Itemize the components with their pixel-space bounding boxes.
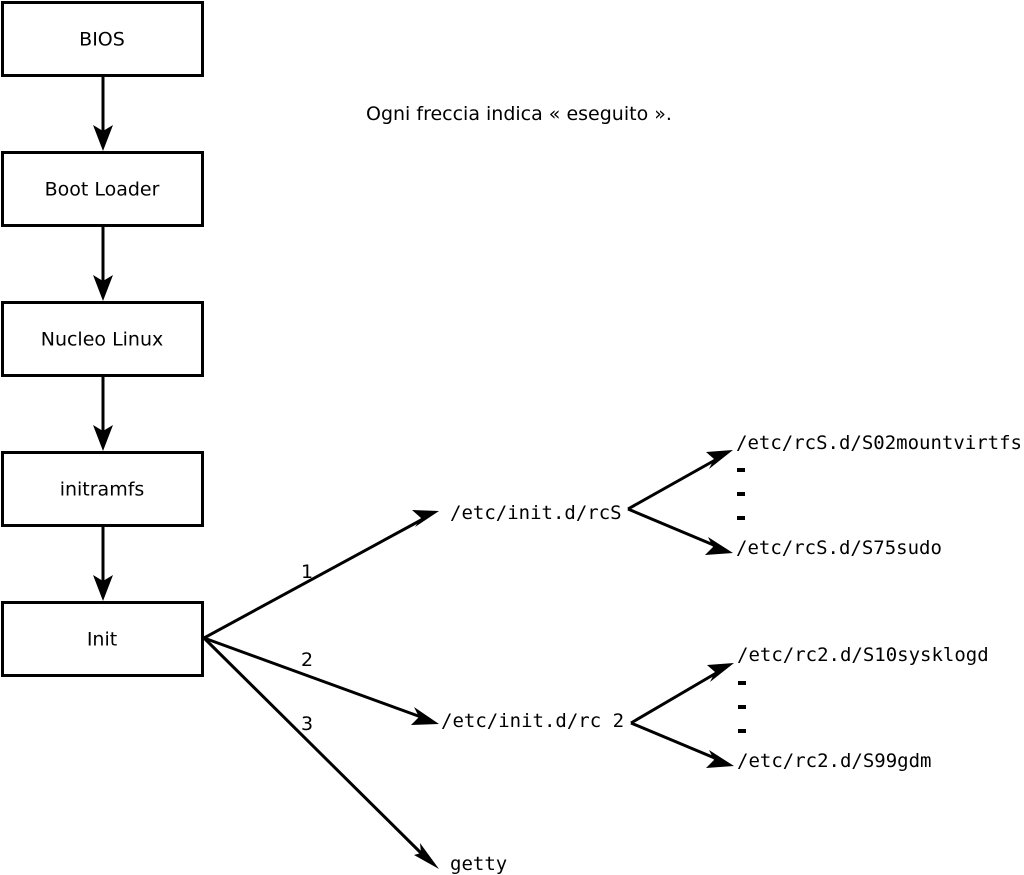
arrow-rcs-to-first-script [627,450,733,511]
boot-loader-label: Boot Loader [45,179,160,201]
arrow-init-branch-3 [202,636,439,869]
label-rcs-last-script: /etc/rcS.d/S75sudo [736,537,942,559]
bios-label: BIOS [79,29,125,51]
arrow-rc2-to-first-script [630,663,734,725]
arrowhead-icon [706,750,734,768]
label-getty: getty [450,853,507,875]
arrow-bios-to-boot-loader [93,76,113,151]
arrowhead-icon [705,537,733,555]
init-box [1,601,204,677]
branch-number-1: 1 [301,561,313,583]
node-initramfs: initramfs [1,451,204,527]
arrow-kernel-to-initramfs [93,376,113,451]
arrow-init-branch-1 [203,510,439,640]
arrowhead-icon [412,510,439,527]
label-rcs-first-script: /etc/rcS.d/S02mountvirtfs [736,432,1022,454]
arrowhead-icon [411,707,439,725]
arrowhead-icon [93,425,113,451]
branch-number-3: 3 [301,713,313,735]
kernel-box [1,301,204,377]
arrowhead-icon [93,275,113,301]
label-init-d-rcs: /etc/init.d/rcS [450,502,622,524]
node-boot-loader: Boot Loader [1,151,204,227]
label-rc2-last-script: /etc/rc2.d/S99gdm [737,750,931,772]
arrowhead-icon [93,125,113,151]
node-init: Init [1,601,204,677]
boot-loader-box [1,151,204,227]
arrowhead-icon [414,843,439,869]
diagram-caption: Ogni freccia indica « eseguito ». [366,103,672,125]
bios-box [1,1,204,77]
arrow-init-branch-2 [203,636,439,725]
arrow-boot-loader-to-kernel [93,226,113,301]
init-label: Init [87,629,117,651]
arrow-initramfs-to-init [93,526,113,601]
label-init-d-rc2: /etc/init.d/rc 2 [441,710,624,732]
initramfs-box [1,451,204,527]
arrow-rcs-to-last-script [627,507,733,555]
arrowhead-icon [707,663,734,682]
initramfs-label: initramfs [60,479,145,501]
branch-number-2: 2 [301,649,313,671]
node-kernel: Nucleo Linux [1,301,204,377]
arrowhead-icon [93,575,113,601]
label-rc2-first-script: /etc/rc2.d/S10sysklogd [737,644,989,666]
arrowhead-icon [706,450,733,469]
kernel-label: Nucleo Linux [41,329,164,351]
arrow-rc2-to-last-script [630,721,734,768]
node-bios: BIOS [1,1,204,77]
